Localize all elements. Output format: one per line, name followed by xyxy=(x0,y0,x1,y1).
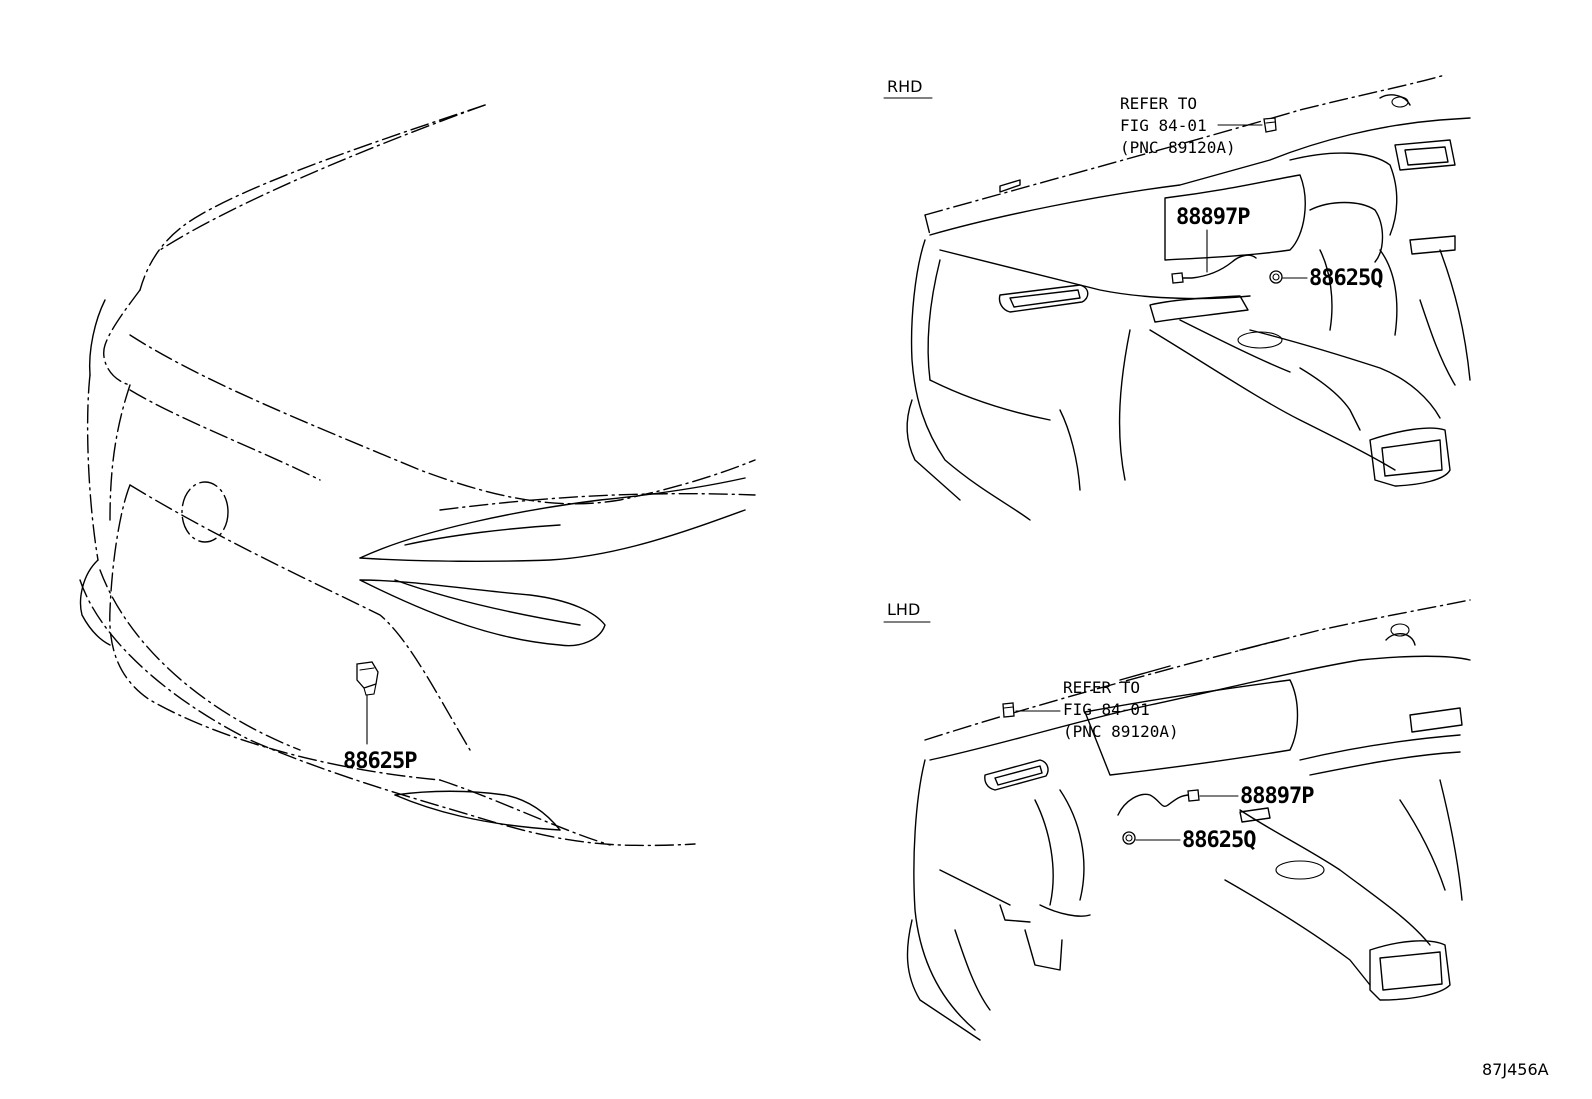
lhd-part-label-1: 88897P xyxy=(1240,784,1314,809)
rhd-view-dashboard: RHD xyxy=(883,74,1471,521)
rhd-refer-line3: (PNC 89120A) xyxy=(1120,138,1236,157)
front-view-car: 88625P xyxy=(79,104,756,847)
rhd-refer-line2: FIG 84-01 xyxy=(1120,116,1207,135)
rhd-refer-line1: REFER TO xyxy=(1120,94,1197,113)
drawing-number: 87J456A xyxy=(1482,1060,1549,1079)
front-part-label: 88625P xyxy=(343,749,417,774)
lhd-refer-line1: REFER TO xyxy=(1063,678,1140,697)
rhd-part-label-1: 88897P xyxy=(1176,205,1250,230)
lhd-refer-line2: FIG 84-01 xyxy=(1063,700,1150,719)
lhd-part-label-2: 88625Q xyxy=(1182,828,1256,853)
rhd-title: RHD xyxy=(887,77,922,96)
rhd-part-label-2: 88625Q xyxy=(1309,266,1383,291)
lhd-view-dashboard: LHD xyxy=(883,599,1471,1041)
lhd-title: LHD xyxy=(887,600,920,619)
lhd-refer-line3: (PNC 89120A) xyxy=(1063,722,1179,741)
